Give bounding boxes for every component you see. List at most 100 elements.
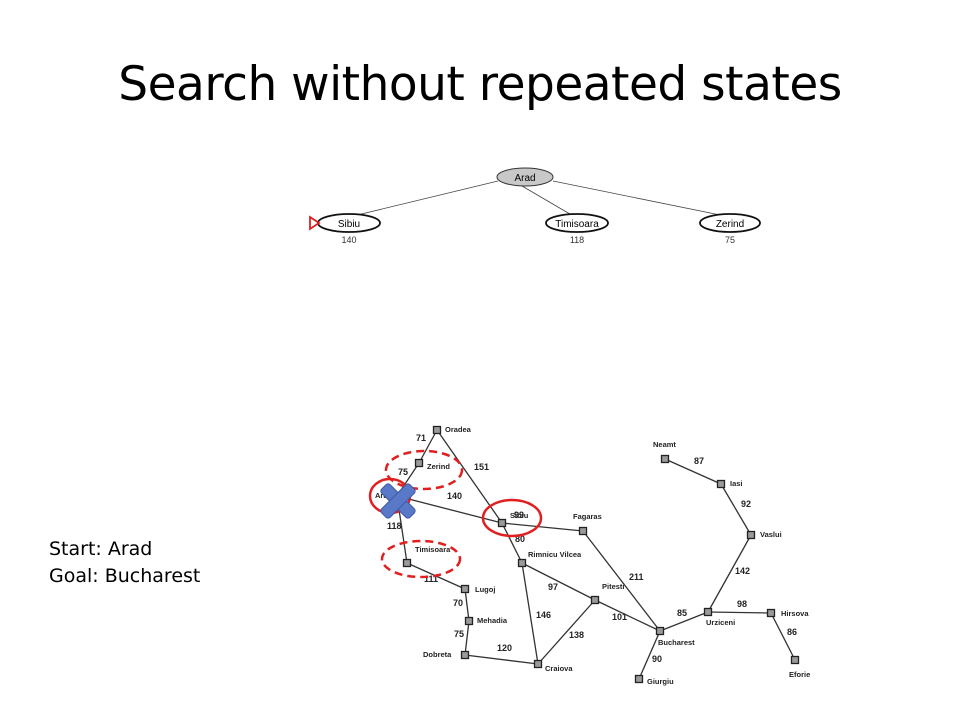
city-label: Sibiu (510, 511, 529, 520)
tree-edge-timisoara (521, 185, 576, 218)
road-sibiu-fagaras (501, 522, 584, 532)
city-label: Giurgiu (647, 677, 674, 686)
tree-node-timisoara-cost: 118 (570, 235, 584, 245)
road-bucharest-urziceni (659, 611, 709, 632)
city-marker (716, 479, 726, 489)
city-marker (464, 616, 474, 626)
city-lugoj: Lugoj (460, 584, 495, 594)
city-marker (746, 530, 756, 540)
city-timisoara: Timisoara (402, 545, 451, 568)
road-distance-label: 87 (694, 456, 704, 466)
tree-node-timisoara: Timisoara 118 (545, 213, 609, 245)
city-oradea: Oradea (432, 425, 472, 435)
start-label: Start: Arad (49, 538, 153, 560)
road-sibiu-rimnicu-vilcea (501, 522, 523, 564)
road-hirsova-eforie (770, 612, 796, 661)
road-distance-label: 75 (398, 467, 408, 477)
city-bucharest: Bucharest (655, 626, 695, 647)
road-distance-label: 101 (612, 612, 627, 622)
tree-node-zerind-label: Zerind (716, 219, 744, 230)
city-label: Neamt (653, 440, 676, 449)
city-mehadia: Mehadia (464, 616, 508, 626)
goal-label: Goal: Bucharest (49, 565, 201, 587)
city-marker (578, 526, 588, 536)
road-distance-label: 97 (548, 582, 558, 592)
city-marker (790, 655, 800, 665)
city-label: Hirsova (781, 609, 809, 618)
city-marker (533, 659, 543, 669)
romania-map: 7115175140118998011170751201469713821110… (368, 425, 810, 686)
city-eforie: Eforie (789, 655, 810, 679)
city-marker (655, 626, 665, 636)
city-label: Mehadia (477, 616, 508, 625)
city-marker (660, 454, 670, 464)
city-label: Craiova (545, 664, 573, 673)
city-marker (432, 425, 442, 435)
city-marker (414, 458, 424, 468)
tree-node-sibiu-cost: 140 (341, 235, 356, 245)
city-zerind: Zerind (414, 458, 450, 471)
road-pitesti-bucharest (594, 599, 661, 632)
next-expansion-marker-icon (309, 215, 321, 231)
road-rimnicu-vilcea-pitesti (521, 562, 596, 601)
problem-labels: Start: Arad Goal: Bucharest (49, 536, 200, 590)
road-distance-label: 118 (387, 521, 402, 531)
tree-node-sibiu: Sibiu 140 (317, 213, 381, 245)
road-distance-label: 111 (424, 574, 438, 584)
city-rimnicu-vilcea: Rimnicu Vilcea (517, 550, 582, 568)
tree-node-zerind: Zerind 75 (699, 213, 761, 245)
frontier-highlight-zerind (384, 449, 464, 491)
city-label: Lugoj (475, 585, 495, 594)
road-distance-label: 85 (677, 608, 687, 618)
road-distance-label: 142 (735, 566, 750, 576)
road-craiova-pitesti (537, 599, 596, 665)
road-distance-label: 146 (536, 610, 551, 620)
road-distance-label: 92 (741, 499, 751, 509)
city-label: Urziceni (706, 618, 735, 627)
road-distance-label: 71 (416, 433, 426, 443)
city-urziceni: Urziceni (703, 607, 735, 627)
city-pitesti: Pitesti (590, 582, 625, 605)
city-giurgiu: Giurgiu (634, 674, 674, 686)
road-distance-label: 211 (629, 572, 644, 582)
visited-highlight-sibiu (481, 498, 543, 538)
city-marker (766, 608, 776, 618)
city-dobreta: Dobreta (423, 650, 470, 660)
road-vaslui-iasi (720, 483, 752, 536)
city-hirsova: Hirsova (766, 608, 809, 618)
road-urziceni-hirsova (707, 611, 772, 614)
city-label: Bucharest (658, 638, 695, 647)
road-distance-label: 99 (514, 510, 524, 520)
road-oradea-sibiu (436, 429, 503, 524)
road-distance-label: 75 (454, 629, 464, 639)
removed-cross-icon (380, 483, 416, 519)
road-urziceni-vaslui (707, 534, 752, 613)
map-distances: 7115175140118998011170751201469713821110… (387, 433, 797, 664)
city-marker (497, 518, 507, 528)
road-distance-label: 120 (497, 643, 512, 653)
city-label: Eforie (789, 670, 810, 679)
tree-node-timisoara-label: Timisoara (555, 219, 599, 230)
road-distance-label: 138 (569, 630, 584, 640)
road-oradea-zerind (418, 429, 438, 464)
city-neamt: Neamt (653, 440, 676, 464)
city-label: Zerind (427, 462, 450, 471)
road-rimnicu-vilcea-craiova (521, 562, 539, 665)
city-marker (517, 558, 527, 568)
city-label: Vaslui (760, 530, 782, 539)
city-label: Oradea (445, 425, 472, 434)
city-label: Dobreta (423, 650, 452, 659)
road-lugoj-mehadia (464, 588, 470, 622)
city-marker (402, 558, 412, 568)
city-label: Iasi (730, 479, 743, 488)
city-iasi: Iasi (716, 479, 743, 489)
tree-node-zerind-cost: 75 (725, 235, 735, 245)
city-fagaras: Fagaras (573, 512, 602, 536)
slide-title: Search without repeated states (118, 57, 842, 112)
road-bucharest-giurgiu (638, 630, 661, 680)
tree-node-root: Arad (496, 167, 554, 187)
city-marker (590, 595, 600, 605)
search-tree: Arad Sibiu 140 Timisoara 118 Zerind 75 (309, 167, 761, 245)
road-arad-sibiu (396, 495, 503, 524)
